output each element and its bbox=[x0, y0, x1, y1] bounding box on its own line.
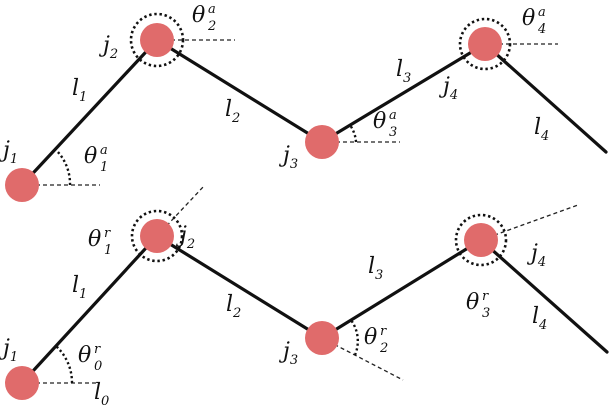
top-link-label-2: l2 bbox=[225, 97, 240, 126]
bottom-joint-label-1: j1 bbox=[0, 336, 18, 365]
bottom-angle-arc-2 bbox=[350, 319, 360, 356]
bottom-joint-ring-4 bbox=[454, 213, 508, 267]
top-joint-ring-2 bbox=[129, 12, 185, 68]
bottom-link-1 bbox=[20, 234, 159, 385]
bottom-link-label-4: l4 bbox=[532, 304, 547, 333]
top-joint-3 bbox=[305, 125, 339, 159]
bottom-ext-line-j2 bbox=[156, 185, 205, 237]
bottom-joint-4 bbox=[464, 223, 498, 257]
bottom-link-3 bbox=[320, 238, 483, 340]
bottom-joint-1 bbox=[5, 366, 39, 400]
bottom-joint-2 bbox=[140, 219, 174, 253]
top-joint-1 bbox=[5, 168, 39, 202]
bottom-link-4 bbox=[479, 238, 609, 354]
top-link-label-4: l4 bbox=[534, 115, 549, 144]
bottom-link-label-2: l2 bbox=[226, 292, 241, 321]
top-link-1 bbox=[20, 38, 159, 187]
top-joint-4 bbox=[468, 27, 502, 61]
top-joint-label-4: j4 bbox=[438, 74, 458, 103]
top-joint-2 bbox=[140, 23, 174, 57]
bottom-joint-ring-2 bbox=[130, 209, 184, 263]
bottom-link-label-0: l0 bbox=[94, 380, 109, 409]
bottom-joint-label-4: j4 bbox=[526, 241, 546, 270]
bottom-link-label-3: l3 bbox=[368, 254, 383, 283]
top-angle-arc-1 bbox=[54, 148, 72, 186]
top-link-label-3: l3 bbox=[396, 57, 411, 86]
top-joint-label-1: j1 bbox=[0, 138, 18, 167]
top-link-3 bbox=[320, 42, 487, 144]
top-angle-arc-3 bbox=[348, 124, 358, 143]
top-joint-label-3: j3 bbox=[278, 143, 298, 172]
bottom-link-label-1: l1 bbox=[72, 273, 87, 302]
bottom-ext-line-j4 bbox=[480, 204, 579, 241]
bottom-joint-label-3: j3 bbox=[278, 339, 298, 368]
top-link-label-1: l1 bbox=[72, 76, 87, 105]
bottom-joint-3 bbox=[305, 321, 339, 355]
bottom-link-2 bbox=[155, 234, 324, 340]
top-joint-ring-4 bbox=[458, 17, 512, 71]
top-link-4 bbox=[483, 42, 608, 154]
top-link-2 bbox=[155, 38, 324, 144]
top-joint-label-2: j2 bbox=[98, 33, 118, 62]
bottom-angle-arc-0 bbox=[55, 345, 74, 384]
